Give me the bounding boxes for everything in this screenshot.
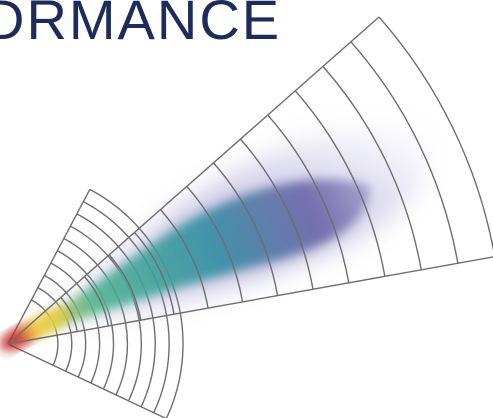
main-sector-grid [7,16,493,345]
main-sector-edge [7,256,493,345]
main-sector-arc-8 [239,138,314,290]
main-sector-arc-10 [294,90,386,277]
main-sector-arc-13 [378,16,493,252]
small-sector-edge [7,189,91,345]
main-sector-arc-3 [108,254,142,321]
small-sector-edge [7,343,167,418]
main-sector-arc-1 [60,297,78,332]
main-sector-edge [7,16,380,345]
main-sector-arc-5 [159,209,209,309]
headline-text: DRMANCE [0,0,282,51]
beam-energy-plume [0,124,428,351]
main-sector-arc-7 [212,162,279,296]
main-sector-arc-4 [134,231,175,315]
main-sector-arc-12 [350,41,459,264]
main-sector-arc-6 [186,185,244,303]
main-sector-arc-11 [322,65,422,270]
main-sector-arc-2 [83,276,110,327]
main-sector-arc-9 [267,114,350,283]
